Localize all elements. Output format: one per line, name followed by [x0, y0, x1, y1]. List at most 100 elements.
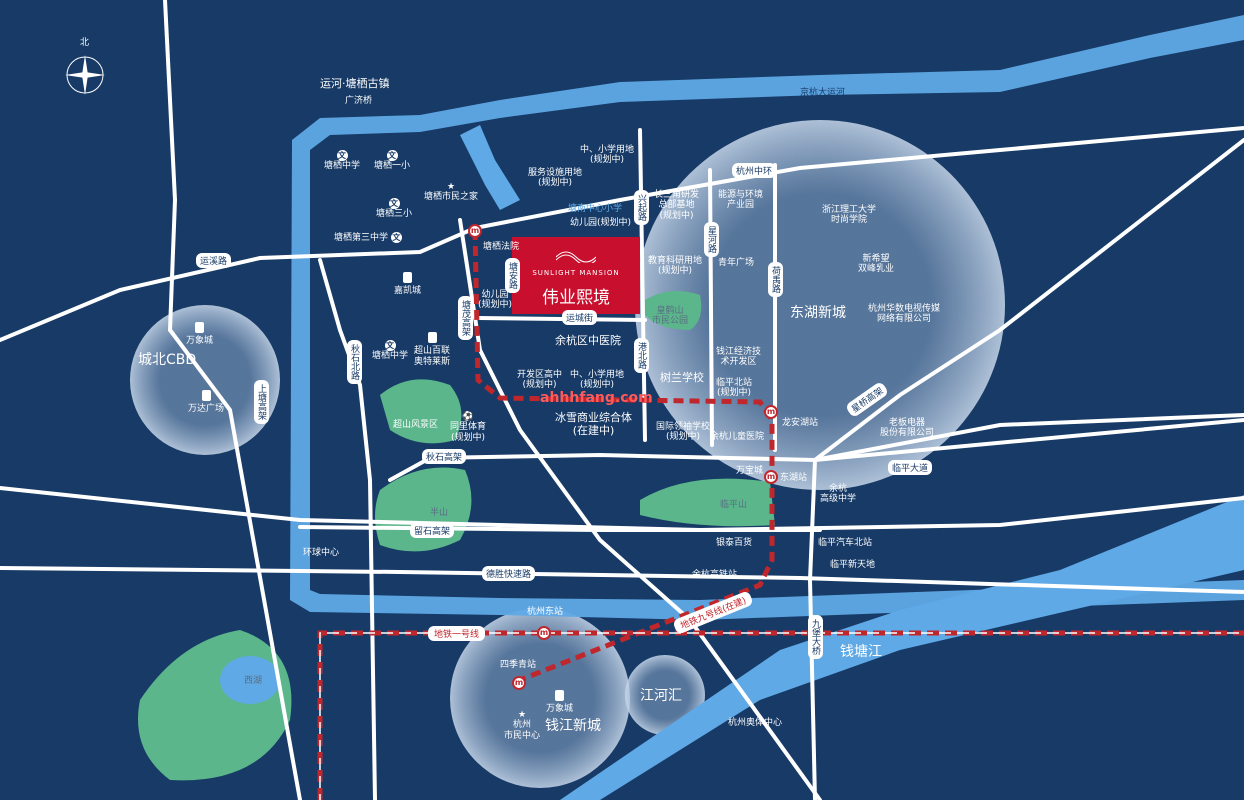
- label-huanqiu: 环球中心: [303, 548, 340, 558]
- poi-jiakai[interactable]: 嘉凯城: [394, 272, 421, 297]
- road-qiushibei: [318, 258, 377, 800]
- area-jianghehui[interactable]: 江河汇: [640, 688, 682, 704]
- poi-laoban[interactable]: 老板电器股份有限公司: [880, 418, 935, 439]
- poi-edu[interactable]: 教育科研用地(规划中): [648, 256, 703, 277]
- poi-kindergarten2[interactable]: 幼儿园(规划中): [478, 290, 513, 311]
- poi-yuhang-high[interactable]: 余杭高级中学: [820, 484, 857, 505]
- poi-wanxiang-cbd[interactable]: 万象城: [186, 322, 213, 347]
- poi-tangqi-home[interactable]: ★塘栖市民之家: [424, 182, 479, 203]
- star-icon: ★: [517, 710, 527, 720]
- building-icon: [427, 332, 437, 343]
- canal-branch: [460, 125, 520, 210]
- building-icon: [195, 322, 204, 333]
- project-name-cn: 伟业熙境: [542, 288, 610, 308]
- road-tag-qiushibei: 秋石北路: [347, 340, 362, 384]
- poi-civic-center[interactable]: ★杭州市民中心: [504, 710, 541, 741]
- poi-tangqi-three[interactable]: 文塘栖三小: [376, 198, 413, 220]
- poi-wanda[interactable]: 万达广场: [188, 390, 224, 415]
- chaoshan-green: [380, 379, 462, 444]
- metro-station-icon[interactable]: m: [468, 224, 482, 238]
- station-hangzhou-east[interactable]: 杭州东站: [527, 607, 564, 617]
- poi-tangnan[interactable]: 塘南中心小学: [568, 204, 623, 214]
- donghu-glow: [635, 120, 1005, 490]
- poi-tangqi-court[interactable]: 塘栖法院: [483, 242, 520, 252]
- poi-school-land2[interactable]: 中、小学用地(规划中): [570, 370, 625, 391]
- poi-xihu[interactable]: 西湖: [244, 676, 263, 686]
- poi-yintai[interactable]: 银泰百货: [716, 538, 753, 548]
- poi-school-land[interactable]: 中、小学用地(规划中): [580, 145, 635, 166]
- poi-qianjiang-dev[interactable]: 钱江经济技术开发区: [716, 347, 762, 368]
- poi-bingxue[interactable]: 冰雪商业综合体(在建中): [555, 411, 632, 437]
- poi-sports[interactable]: ⚽同里体育(规划中): [450, 412, 487, 443]
- station-sijiqing[interactable]: 四季青站: [500, 660, 537, 670]
- road-tag-desheng: 德胜快速路: [482, 566, 536, 581]
- poi-linping-xin[interactable]: 临平新天地: [830, 560, 876, 570]
- area-cbd[interactable]: 城北CBD: [138, 352, 197, 368]
- road-guide: [813, 138, 1244, 462]
- station-yuhang-gaotie[interactable]: 余杭高铁站: [692, 570, 738, 580]
- poi-energy[interactable]: 能源与环境产业园: [718, 190, 764, 211]
- poi-huashu[interactable]: 杭州华数电视传媒网络有限公司: [868, 304, 941, 325]
- xihu-green: [138, 630, 292, 781]
- poi-wanbao[interactable]: 万宝城: [736, 466, 764, 476]
- poi-chaoshan-scenic[interactable]: 超山风景区: [393, 420, 439, 430]
- station-donghu[interactable]: 东湖站: [780, 473, 808, 483]
- metro-1-inner: [319, 632, 1244, 800]
- project-card[interactable]: SUNLIGHT MANSION 伟业熙境: [512, 237, 640, 314]
- area-qianjiang[interactable]: 钱江新城: [545, 718, 601, 734]
- poi-olympic[interactable]: 杭州奥体中心: [728, 718, 783, 728]
- road-desheng2: [0, 566, 1244, 594]
- metro-station-icon[interactable]: m: [764, 470, 778, 484]
- poi-tangqi-town[interactable]: 运河·塘栖古镇: [320, 77, 390, 90]
- station-longanhu[interactable]: 龙安湖站: [782, 418, 819, 428]
- poi-youth[interactable]: 青年广场: [718, 258, 755, 268]
- area-donghu[interactable]: 东湖新城: [790, 305, 846, 321]
- poi-chaoshan[interactable]: 超山百联奥特莱斯: [414, 332, 450, 367]
- poi-hospital[interactable]: 余杭区中医院: [555, 334, 621, 347]
- school-icon: 文: [388, 198, 400, 209]
- compass-north-label: 北: [80, 38, 90, 48]
- road-north: [163, 0, 178, 332]
- metro-line1-tag: 地铁一号线: [428, 626, 486, 641]
- poi-guangji[interactable]: 广济桥: [345, 96, 373, 106]
- poi-wanxiang-qj[interactable]: 万象城: [546, 690, 573, 715]
- school-icon: 文: [390, 232, 402, 243]
- poi-shulan[interactable]: 树兰学校: [660, 371, 704, 384]
- poi-tangxi-mid2[interactable]: 文塘栖中学: [372, 340, 409, 362]
- poi-children-hosp[interactable]: 余杭儿童医院: [710, 432, 765, 442]
- poi-kindergarten[interactable]: 幼儿园(规划中): [570, 218, 632, 228]
- poi-banshan[interactable]: 半山: [430, 508, 449, 518]
- huangheshan-green: [645, 291, 702, 330]
- poi-tangqi-third-mid[interactable]: 塘栖第三中学 文: [334, 232, 402, 243]
- poi-canal: 京杭大运河: [800, 88, 846, 98]
- watermark: ahhhfang.com: [540, 390, 653, 406]
- road-shangtang: [168, 328, 302, 800]
- metro-station-icon[interactable]: m: [512, 676, 526, 690]
- poi-linpingshan[interactable]: 临平山: [720, 500, 748, 510]
- project-logo-icon: [556, 251, 596, 263]
- poi-zjut[interactable]: 浙江理工大学时尚学院: [822, 205, 877, 226]
- poi-tangqi-one[interactable]: 文塘栖一小: [374, 150, 411, 172]
- road-tag-linping: 临平大道: [888, 460, 933, 475]
- qianjiang-glow: [450, 608, 630, 788]
- poi-intl-school[interactable]: 国际领袖学校(规划中): [656, 422, 711, 443]
- road-qiushi: [388, 418, 1244, 482]
- metro-station-icon[interactable]: m: [764, 405, 778, 419]
- xihu-lake: [220, 656, 280, 704]
- area-qiantang[interactable]: 钱塘江: [840, 644, 882, 660]
- poi-kaifa-high[interactable]: 开发区高中(规划中): [517, 370, 563, 391]
- road-tag-tangan: 塘安路: [505, 258, 520, 293]
- poi-tangqi-mid[interactable]: 文塘栖中学: [324, 150, 361, 172]
- road-desheng: [0, 486, 1244, 533]
- poi-linping-north[interactable]: 临平北站(规划中): [716, 378, 753, 399]
- road-yuncheng: [476, 316, 647, 322]
- poi-yrd[interactable]: 长三角研发总部基地(规划中): [654, 190, 700, 221]
- road-tag-yunxi: 运溪路: [196, 253, 232, 268]
- poi-linping-bus[interactable]: 临平汽车北站: [818, 538, 873, 548]
- metro-station-icon[interactable]: m: [537, 626, 551, 640]
- poi-huangheshan[interactable]: 皇鹤山市民公园: [652, 306, 689, 327]
- poi-service[interactable]: 服务设施用地(规划中): [528, 168, 583, 189]
- poi-xinxiwang[interactable]: 新希望双峰乳业: [858, 254, 895, 275]
